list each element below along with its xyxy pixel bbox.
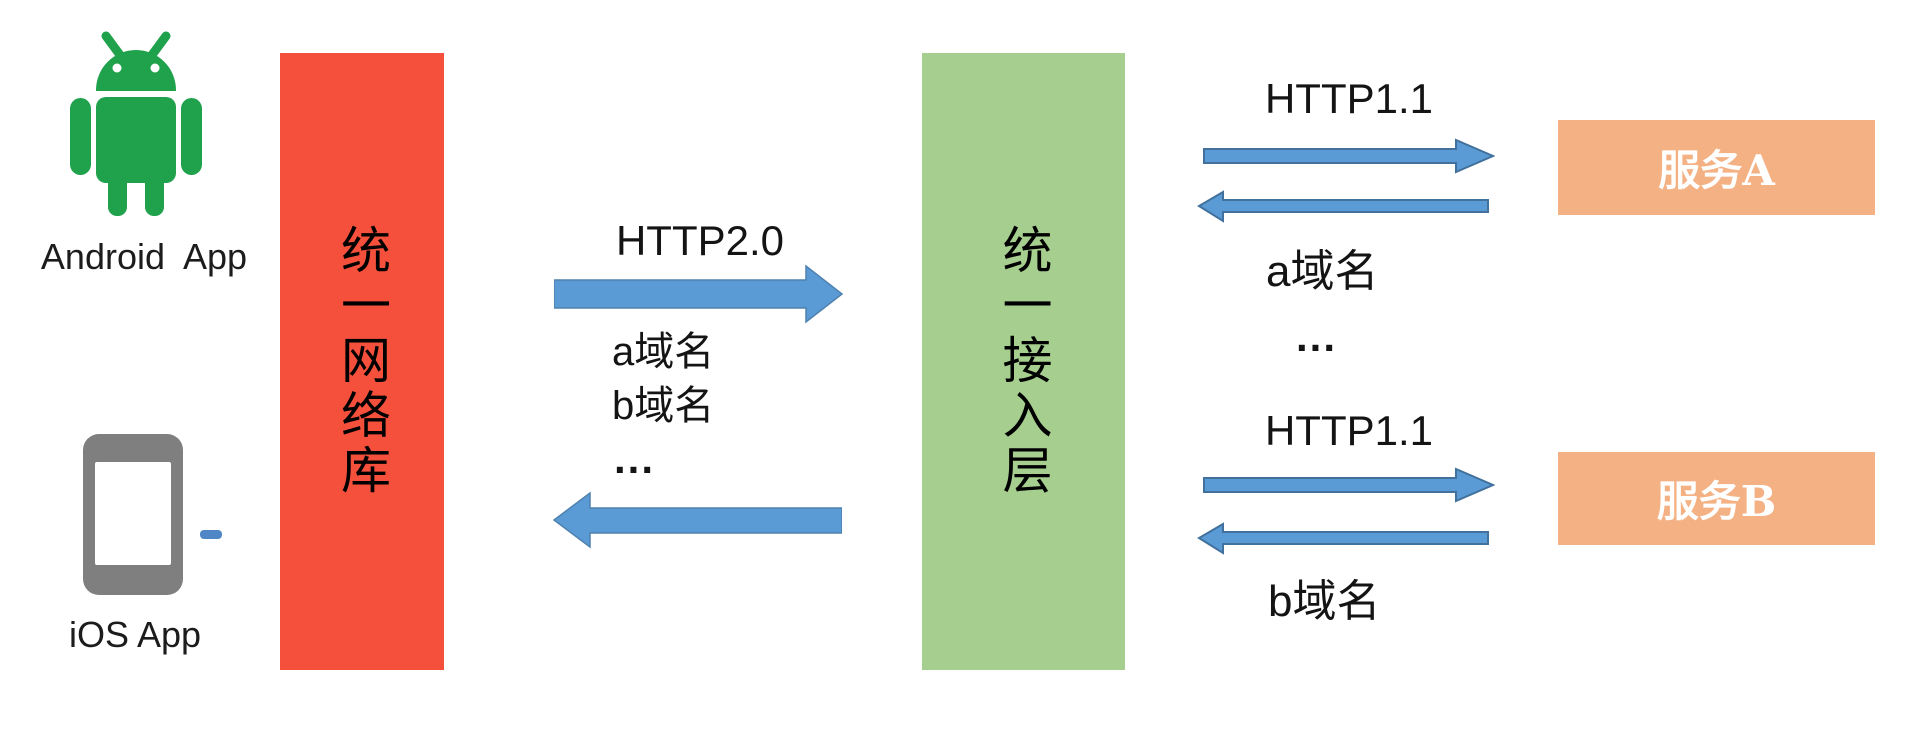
http11-protocol-label-a: HTTP1.1 bbox=[1264, 75, 1434, 122]
iphone-icon bbox=[83, 434, 183, 595]
http11-protocol-label-b: HTTP1.1 bbox=[1264, 407, 1434, 454]
request-arrow-service-b-icon bbox=[1203, 467, 1495, 503]
service-b-label: 服务B bbox=[1656, 477, 1777, 526]
client-link-domain-b: b域名 bbox=[612, 384, 715, 428]
service-a-domain: a域名 bbox=[1266, 247, 1379, 296]
service-a-ellipsis: ... bbox=[1296, 313, 1338, 360]
access-layer-bar: 统一接入层 bbox=[922, 53, 1125, 670]
client-link-ellipsis: ... bbox=[614, 435, 656, 482]
ios-dash-icon bbox=[200, 530, 222, 539]
network-library-label: 统一网络库 bbox=[333, 224, 391, 499]
response-arrow-service-b-icon bbox=[1197, 522, 1489, 555]
service-a-box: 服务A bbox=[1558, 120, 1875, 215]
service-a-label: 服务A bbox=[1658, 146, 1775, 195]
service-b-domain: b域名 bbox=[1268, 577, 1381, 626]
iphone-screen bbox=[95, 462, 171, 565]
service-b-box: 服务B bbox=[1558, 452, 1875, 545]
android-icon bbox=[66, 28, 206, 218]
request-arrow-http2-icon bbox=[554, 264, 844, 324]
client-link-domain-a: a域名 bbox=[612, 330, 715, 374]
request-arrow-service-a-icon bbox=[1203, 138, 1495, 174]
response-arrow-http2-icon bbox=[552, 491, 842, 549]
android-app-label: Android App bbox=[40, 236, 248, 277]
response-arrow-service-a-icon bbox=[1197, 190, 1489, 223]
network-library-bar: 统一网络库 bbox=[280, 53, 444, 670]
access-layer-label: 统一接入层 bbox=[994, 224, 1053, 499]
ios-app-label: iOS App bbox=[68, 614, 202, 655]
http2-protocol-label: HTTP2.0 bbox=[615, 217, 785, 264]
